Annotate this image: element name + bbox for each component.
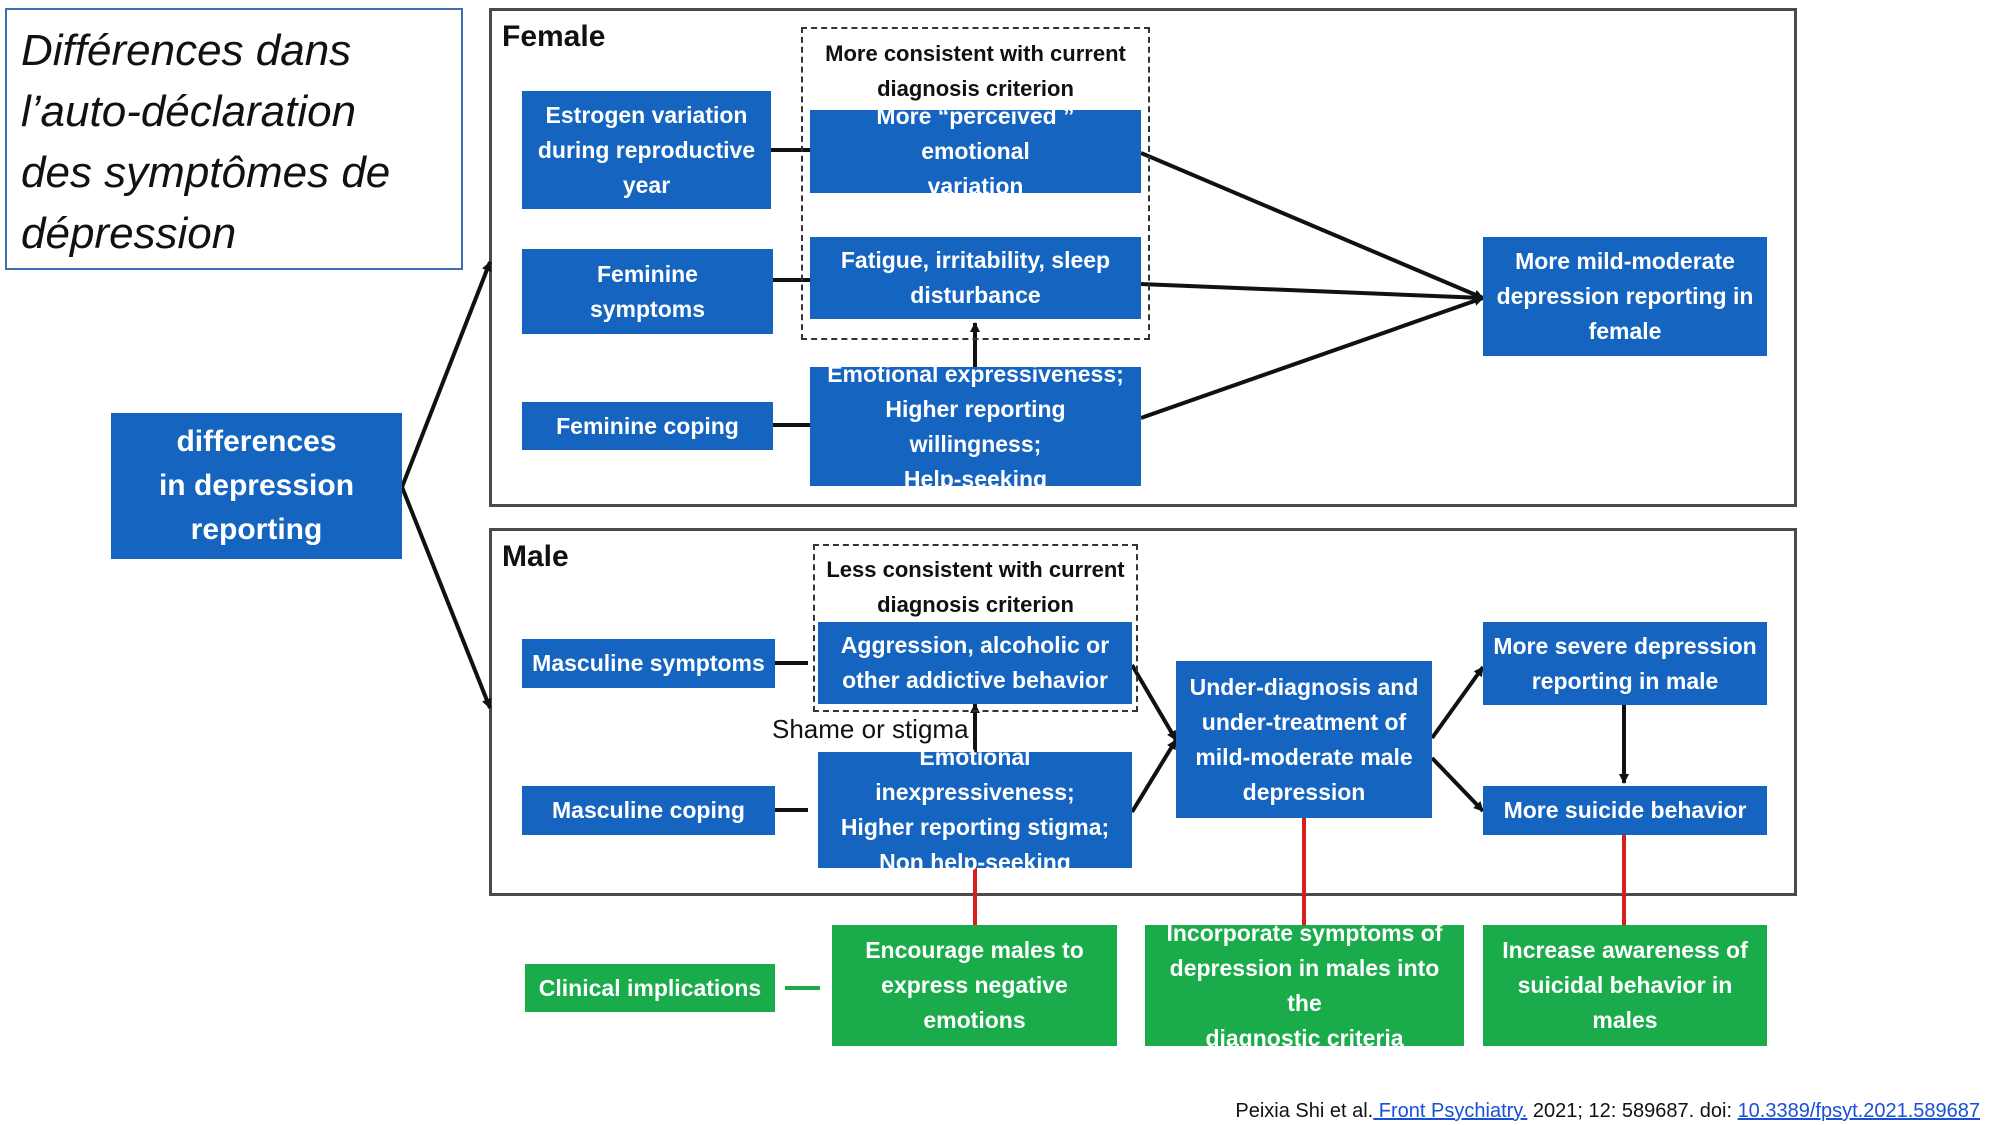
citation-journal-link[interactable]: Front Psychiatry. [1373, 1100, 1528, 1122]
arrow-hypothesis-male [400, 486, 492, 709]
slide-title-line: des symptômes de [21, 148, 391, 197]
citation-author: Peixia Shi et al. [1235, 1100, 1374, 1122]
arrow-expressiveness-outcome [1140, 296, 1484, 420]
masculine-symptoms-box: Masculine symptoms [522, 639, 775, 688]
encourage-box: Encourage males to express negative emot… [832, 925, 1117, 1046]
arrow-fatigue-outcome [1140, 282, 1484, 303]
hypothesis-line: reporting hypothesis [177, 513, 336, 590]
male-dashed-label: Less consistent with current diagnosis c… [826, 557, 1125, 617]
female-panel-label: Female [502, 20, 606, 53]
shame-stigma-label: Shame or stigma [772, 714, 969, 744]
underdiagnosis-box: Under-diagnosis and under-treatment of m… [1176, 661, 1432, 818]
arrow-perceived-outcome [1140, 151, 1484, 300]
feminine-coping-box: Feminine coping [522, 402, 773, 450]
arrow-underdiagnosis-severe [1430, 665, 1485, 740]
expressiveness-box: Emotional expressiveness; Higher reporti… [810, 361, 1141, 492]
hypothesis-line: Gender differences [176, 381, 337, 458]
slide-title: Différences dans l’auto-déclaration des … [5, 8, 463, 270]
suicide-behavior-box: More suicide behavior [1483, 786, 1767, 835]
feminine-symptoms-box: Feminine symptoms [522, 249, 773, 334]
hypothesis-box: Gender differences in depression reporti… [111, 381, 402, 590]
citation-details: 2021; 12: 589687. doi: [1527, 1100, 1738, 1122]
female-outcome-box: More mild-moderate depression reporting … [1483, 237, 1767, 356]
male-panel-label: Male [502, 540, 569, 573]
arrow-hypothesis-female [400, 261, 492, 488]
perceived-variation-box: More “perceived ” emotional variation [810, 103, 1141, 199]
male-dashed-region [813, 544, 1138, 712]
awareness-box: Increase awareness of suicidal behavior … [1483, 925, 1767, 1046]
citation: Peixia Shi et al. Front Psychiatry. 2021… [1235, 1100, 1980, 1123]
hypothesis-line: in depression [158, 469, 355, 502]
masculine-coping-box: Masculine coping [522, 786, 775, 835]
estrogen-box: Estrogen variation during reproductive y… [522, 91, 771, 209]
slide-title-line: Différences dans [21, 26, 352, 75]
arrow-underdiagnosis-suicide [1430, 756, 1485, 813]
slide-title-line: l’auto-déclaration [21, 87, 357, 136]
female-dashed-region [801, 27, 1150, 340]
citation-doi-link[interactable]: 10.3389/fpsyt.2021.589687 [1737, 1100, 1980, 1122]
clinical-implications-box: Clinical implications [525, 964, 775, 1012]
severe-depression-box: More severe depression reporting in male [1483, 622, 1767, 705]
incorporate-box: Incorporate symptoms of depression in ma… [1145, 920, 1464, 1051]
fatigue-box: Fatigue, irritability, sleep disturbance [810, 237, 1141, 319]
aggression-box: Aggression, alcoholic or other addictive… [818, 622, 1132, 704]
slide-title-line: dépression [21, 209, 237, 258]
arrow-inexpressiveness-underdiagnosis [1130, 738, 1178, 814]
female-dashed-label: More consistent with current diagnosis c… [825, 41, 1126, 101]
inexpressiveness-box: Emotional inexpressiveness; Higher repor… [818, 744, 1132, 875]
arrow-aggression-underdiagnosis [1130, 663, 1178, 742]
